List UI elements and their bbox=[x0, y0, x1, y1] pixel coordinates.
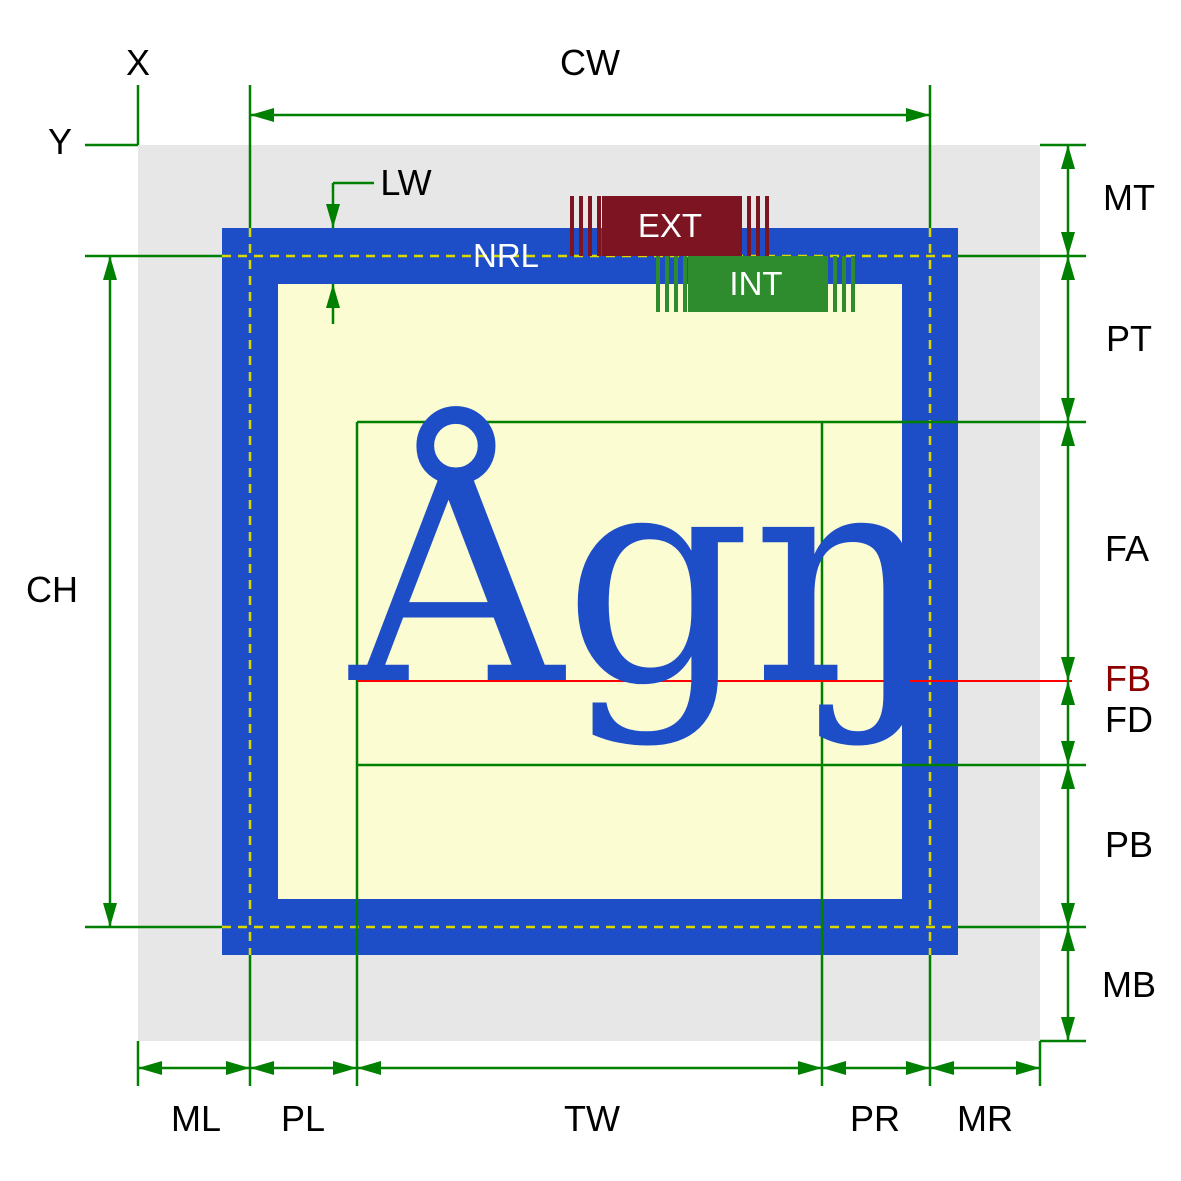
tw-dimension bbox=[357, 1061, 822, 1075]
cell-height-label: CH bbox=[26, 569, 78, 610]
fa-dimension bbox=[1061, 422, 1075, 681]
arrowhead bbox=[1061, 927, 1075, 951]
nrl-label: NRL bbox=[472, 237, 540, 274]
arrowhead bbox=[1061, 681, 1075, 705]
arrowhead bbox=[1061, 1017, 1075, 1041]
cw-dimension bbox=[250, 108, 930, 122]
arrowhead bbox=[103, 256, 117, 280]
arrowhead bbox=[1061, 765, 1075, 789]
int-label: INT bbox=[729, 265, 783, 302]
arrowhead bbox=[906, 108, 930, 122]
pr-dimension bbox=[822, 1061, 930, 1075]
pt-dimension bbox=[1061, 256, 1075, 422]
interior-clearance-box: INT bbox=[656, 256, 856, 312]
arrowhead bbox=[906, 1061, 930, 1075]
arrowhead bbox=[250, 1061, 274, 1075]
arrowhead bbox=[1061, 903, 1075, 927]
hatch-stripes bbox=[738, 196, 770, 256]
x-origin-label: X bbox=[125, 42, 151, 83]
padding-right-label: PR bbox=[849, 1098, 901, 1139]
ml-dimension bbox=[138, 1061, 250, 1075]
mr-dimension bbox=[930, 1061, 1040, 1075]
margin-bottom-label: MB bbox=[1102, 964, 1156, 1005]
arrowhead bbox=[1061, 145, 1075, 169]
arrowhead bbox=[1016, 1061, 1040, 1075]
margin-right-label: MR bbox=[957, 1098, 1013, 1139]
arrowhead bbox=[103, 903, 117, 927]
arrowhead bbox=[1061, 657, 1075, 681]
ext-label: EXT bbox=[637, 207, 703, 244]
mt-dimension bbox=[1061, 145, 1075, 256]
mb-dimension bbox=[1061, 927, 1075, 1041]
int-box-body: INT bbox=[688, 256, 824, 312]
arrowhead bbox=[1061, 422, 1075, 446]
y-origin-label: Y bbox=[47, 121, 73, 162]
pb-dimension bbox=[1061, 765, 1075, 927]
hatch-stripes bbox=[656, 256, 688, 312]
arrowhead bbox=[930, 1061, 954, 1075]
arrowhead bbox=[798, 1061, 822, 1075]
arrowhead bbox=[1061, 232, 1075, 256]
font-descent-label: FD bbox=[1105, 699, 1153, 740]
hatch-stripes bbox=[824, 256, 856, 312]
text-width-label: TW bbox=[564, 1098, 620, 1139]
pl-dimension bbox=[250, 1061, 357, 1075]
hatch-stripes bbox=[570, 196, 602, 256]
arrowhead bbox=[1061, 256, 1075, 280]
sample-glyphs: Ågŋ bbox=[350, 406, 942, 750]
arrowhead bbox=[333, 1061, 357, 1075]
arrowhead bbox=[357, 1061, 381, 1075]
ext-box-body: EXT bbox=[602, 196, 738, 256]
font-baseline-label: FB bbox=[1104, 658, 1152, 699]
arrowhead bbox=[1061, 741, 1075, 765]
font-ascent-label: FA bbox=[1104, 528, 1150, 569]
padding-bottom-label: PB bbox=[1104, 824, 1154, 865]
arrowhead bbox=[1061, 398, 1075, 422]
padding-left-label: PL bbox=[280, 1098, 326, 1139]
cell-width-label: CW bbox=[560, 42, 620, 83]
padding-top-label: PT bbox=[1105, 318, 1153, 359]
arrowhead bbox=[138, 1061, 162, 1075]
ch-dimension bbox=[103, 256, 117, 927]
line-width-label: LW bbox=[380, 162, 432, 203]
margin-left-label: ML bbox=[170, 1098, 222, 1139]
arrowhead bbox=[250, 108, 274, 122]
margin-top-label: MT bbox=[1103, 177, 1155, 218]
arrowhead bbox=[226, 1061, 250, 1075]
exterior-clearance-box: EXT bbox=[570, 196, 770, 256]
arrowhead bbox=[822, 1061, 846, 1075]
fd-dimension bbox=[1061, 681, 1075, 765]
